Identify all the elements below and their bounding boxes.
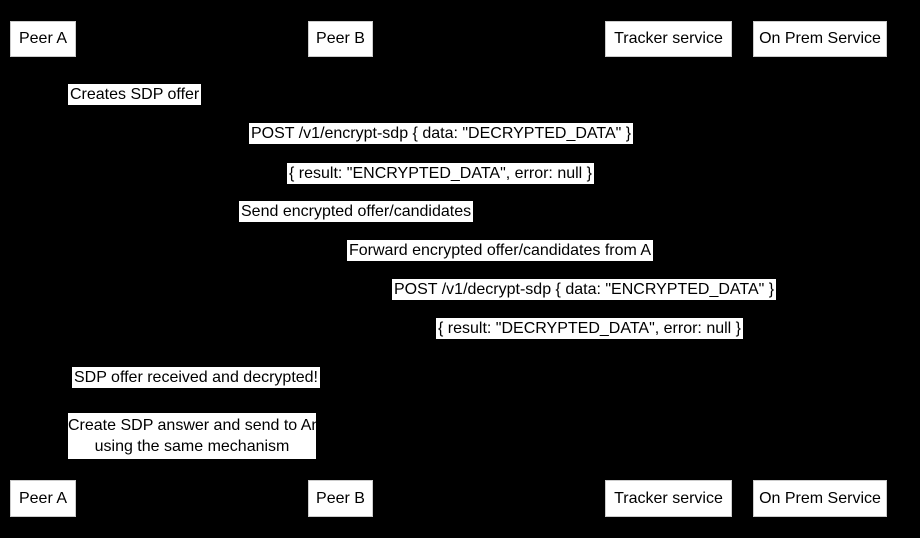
actor-tracker-service-top: Tracker service xyxy=(605,21,732,57)
message-forward-encrypted-offer: Forward encrypted offer/candidates from … xyxy=(347,240,654,261)
note-line-1: Create SDP answer and send to An xyxy=(68,417,321,434)
message-send-encrypted-offer: Send encrypted offer/candidates xyxy=(239,201,474,222)
actor-on-prem-service-bottom: On Prem Service xyxy=(753,480,887,517)
actor-peer-b-bottom: Peer B xyxy=(308,480,373,517)
actor-label: Peer A xyxy=(18,30,68,47)
actor-peer-b-top: Peer B xyxy=(308,21,373,57)
actor-label: Peer B xyxy=(316,489,365,507)
actor-label: Tracker service xyxy=(614,30,723,47)
actor-label: Peer B xyxy=(316,30,365,47)
message-sdp-offer-received: SDP offer received and decrypted! xyxy=(72,367,320,388)
message-result-encrypted-data: { result: "ENCRYPTED_DATA", error: null … xyxy=(287,163,595,184)
actor-peer-a-top: Peer A xyxy=(10,21,76,57)
actor-peer-a-bottom: Peer A xyxy=(10,480,76,517)
actor-label: Tracker service xyxy=(614,489,723,507)
message-post-encrypt-sdp: POST /v1/encrypt-sdp { data: "DECRYPTED_… xyxy=(249,123,634,144)
actor-on-prem-service-top: On Prem Service xyxy=(753,21,887,57)
actor-label: Peer A xyxy=(18,489,68,507)
actor-label: On Prem Service xyxy=(759,30,881,47)
message-post-decrypt-sdp: POST /v1/decrypt-sdp { data: "ENCRYPTED_… xyxy=(392,279,777,300)
note-line-2: using the same mechanism xyxy=(94,438,290,455)
message-result-decrypted-data: { result: "DECRYPTED_DATA", error: null … xyxy=(436,318,744,339)
message-creates-sdp-offer: Creates SDP offer xyxy=(68,84,202,105)
actor-tracker-service-bottom: Tracker service xyxy=(605,480,732,517)
note-create-sdp-answer: Create SDP answer and send to An using t… xyxy=(68,413,321,459)
actor-label: On Prem Service xyxy=(759,489,881,507)
